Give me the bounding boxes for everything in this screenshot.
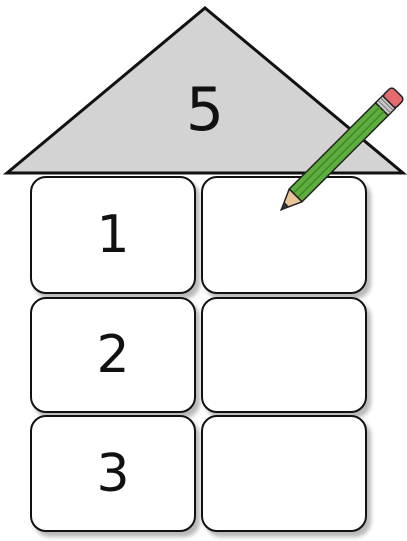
cell-number: 1 bbox=[96, 209, 129, 261]
house-cell-row1-right-blank[interactable] bbox=[201, 176, 367, 294]
house-cell-row3-right-blank[interactable] bbox=[201, 415, 367, 532]
cell-number: 3 bbox=[96, 448, 129, 500]
house-cell-row3-left: 3 bbox=[30, 415, 196, 532]
roof-number: 5 bbox=[160, 70, 250, 150]
cell-number: 2 bbox=[96, 329, 129, 381]
house-cell-row2-right-blank[interactable] bbox=[201, 297, 367, 413]
house-cell-row2-left: 2 bbox=[30, 297, 196, 413]
house-cell-row1-left: 1 bbox=[30, 176, 196, 294]
